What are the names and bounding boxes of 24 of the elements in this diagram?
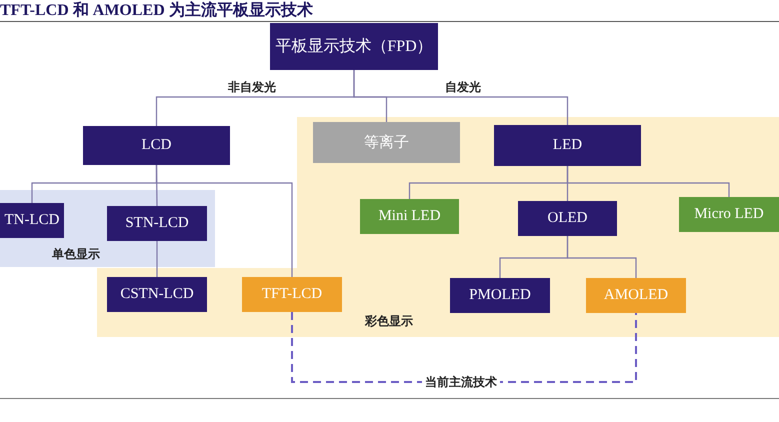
process-box: OLED — [518, 201, 617, 236]
process-box: STN-LCD — [107, 206, 207, 241]
title: TFT-LCD 和 AMOLED 为主流平板显示技术 — [0, 0, 313, 21]
process-box: Micro LED — [679, 197, 779, 232]
process-box: TN-LCD — [0, 203, 64, 238]
region-band — [0, 190, 215, 267]
connector-line — [156, 165, 293, 277]
process-box: PMOLED — [450, 278, 550, 313]
connector-line — [566, 166, 730, 197]
process-box: LED — [494, 125, 641, 166]
connector-line — [566, 236, 637, 278]
edge-label: 非自发光 — [225, 79, 279, 96]
process-box: 平板显示技术（FPD） — [270, 23, 438, 70]
connector-line — [156, 241, 158, 277]
process-box: 等离子 — [313, 122, 460, 163]
band-label: 彩色显示 — [365, 313, 413, 330]
process-box: AMOLED — [586, 278, 686, 313]
process-box: TFT-LCD — [242, 277, 342, 312]
process-box: CSTN-LCD — [107, 277, 207, 312]
connector-line — [353, 70, 568, 125]
process-box: Mini LED — [360, 199, 459, 234]
edge-label: 当前主流技术 — [422, 374, 500, 391]
process-box: LCD — [83, 126, 230, 165]
band-label: 单色显示 — [52, 246, 100, 263]
